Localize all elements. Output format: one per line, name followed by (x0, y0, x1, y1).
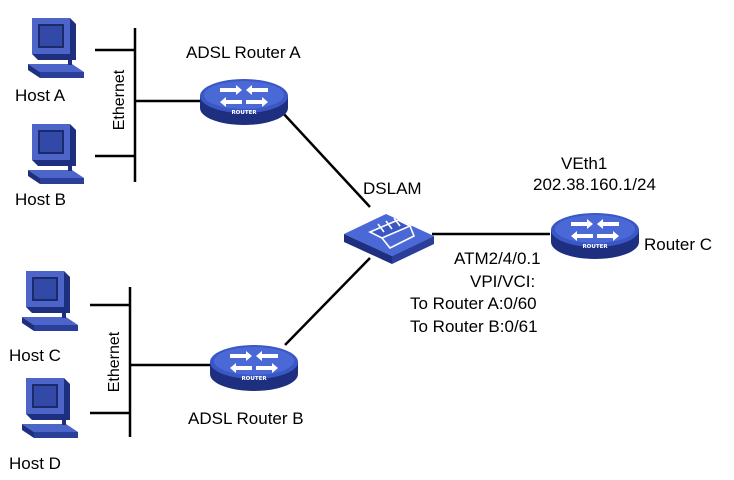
router-a-label: ADSL Router A (186, 43, 301, 62)
veth-ip-label: 202.38.160.1/24 (533, 175, 656, 194)
vpi-vci-router-b: To Router B:0/61 (410, 317, 538, 336)
host-a-icon (28, 18, 84, 78)
ethernet-bottom-label: Ethernet (106, 331, 123, 393)
router-a-icon: ROUTER (200, 79, 288, 125)
router-c-label: Router C (644, 235, 713, 254)
dslam-icon (344, 214, 434, 264)
router-b-icon: ROUTER (210, 345, 298, 391)
host-d-icon (22, 378, 78, 438)
router-c-icon: ROUTER (551, 213, 639, 259)
link-router-a-dslam (281, 111, 371, 208)
host-c-label: Host C (9, 346, 61, 365)
dslam-label: DSLAM (363, 179, 422, 198)
router-b-label: ADSL Router B (188, 409, 304, 428)
host-d-label: Host D (9, 454, 61, 473)
host-a-label: Host A (15, 86, 66, 105)
host-b-label: Host B (15, 190, 67, 209)
atm-name-label: ATM2/4/0.1 (454, 249, 541, 268)
host-c-icon (22, 271, 78, 331)
router-c-icon-text: ROUTER (582, 244, 608, 250)
host-b-icon (28, 124, 84, 184)
ethernet-top-label: Ethernet (111, 69, 128, 131)
links (90, 28, 550, 437)
vpi-vci-title: VPI/VCI: (470, 272, 536, 291)
veth-name-label: VEth1 (561, 154, 608, 173)
router-b-icon-text: ROUTER (241, 376, 267, 382)
vpi-vci-router-a: To Router A:0/60 (410, 294, 537, 313)
router-a-icon-text: ROUTER (231, 110, 257, 116)
link-router-b-dslam (284, 257, 371, 346)
